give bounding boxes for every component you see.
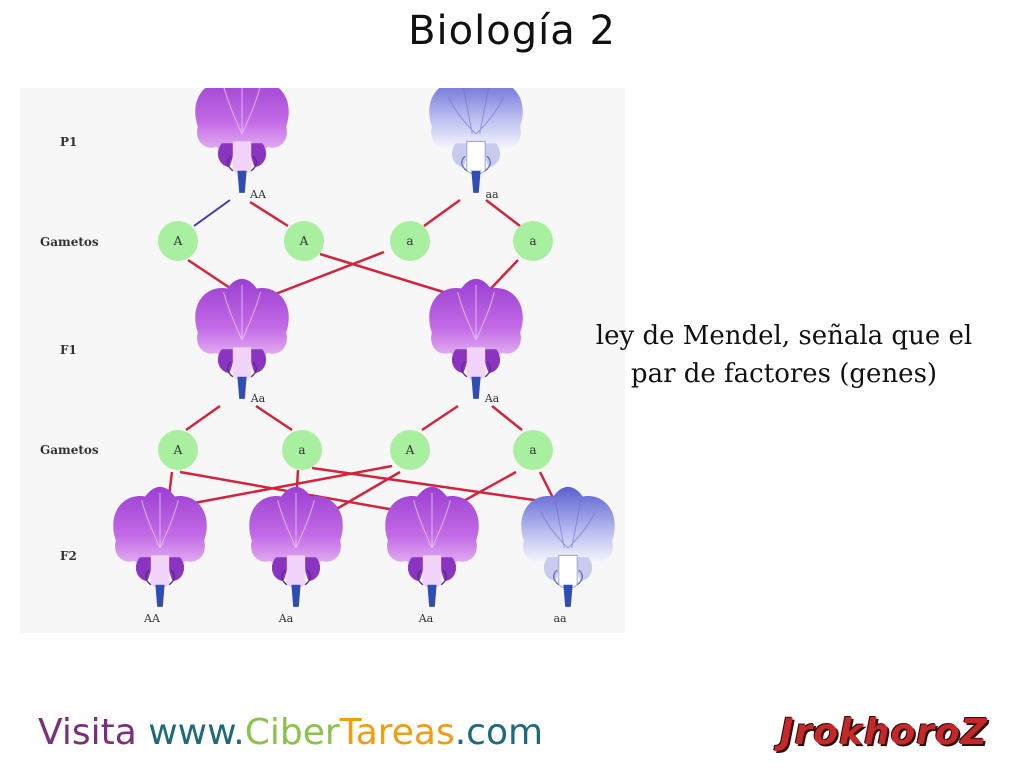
gamete-allele-label: A xyxy=(299,234,309,248)
f2-purple-flower-icon xyxy=(248,486,344,608)
gamete-allele-label: a xyxy=(529,234,536,248)
f1-purple-flower-icon xyxy=(194,278,290,400)
p1-genotype-label: aa xyxy=(485,188,499,201)
mendel-cross-diagram: P1 Gametos F1 Gametos F2 xyxy=(40,88,616,625)
gamete-to-f2-line xyxy=(327,470,401,516)
gamete-allele-label: a xyxy=(406,234,413,248)
gamete-circle xyxy=(390,430,430,470)
p1-purple-flower-icon xyxy=(194,88,290,194)
brand-logo-text: JrokhoroZ xyxy=(780,712,988,753)
f2-white-flower-icon xyxy=(520,486,616,608)
f2-genotype-label: Aa xyxy=(418,612,434,625)
f1-to-gamete-line xyxy=(255,404,293,432)
url-com-part: .com xyxy=(454,712,544,753)
url-tareas-part: Tareas xyxy=(339,712,455,753)
gamete-to-f2-line xyxy=(177,464,393,508)
gamete-circle xyxy=(158,430,198,470)
brand-logo: JrokhoroZ xyxy=(772,708,996,764)
gamete-allele-label: A xyxy=(173,234,183,248)
gamete-to-f1-line xyxy=(259,250,385,302)
f2-genotype-label: AA xyxy=(143,612,161,625)
p1-to-gamete-line xyxy=(193,199,231,227)
f2-purple-flower-icon xyxy=(112,486,208,608)
f1-to-gamete-line xyxy=(185,404,221,432)
url-ciber-part: Ciber xyxy=(244,712,340,753)
slide-title: Biología 2 xyxy=(408,8,616,54)
gamete-allele-label: a xyxy=(529,443,536,457)
row-label-f1: F1 xyxy=(60,343,77,357)
row-label-p1: P1 xyxy=(60,135,77,149)
url-www-part: www. xyxy=(148,712,245,753)
f1-genotype-label: Aa xyxy=(250,392,266,405)
p1-to-gamete-line xyxy=(249,200,289,228)
f2-genotype-label: Aa xyxy=(278,612,294,625)
f1-genotype-label: Aa xyxy=(484,392,500,405)
f1-to-gamete-line xyxy=(421,404,459,432)
p1-white-flower-icon xyxy=(428,88,524,194)
gamete-circle xyxy=(390,221,430,261)
row-label-f2: F2 xyxy=(60,549,77,563)
f1-purple-flower-icon xyxy=(428,278,524,400)
gamete-circle xyxy=(282,430,322,470)
footer-visit-link[interactable]: Visita www.CiberTareas.com xyxy=(38,712,543,753)
gamete-allele-label: a xyxy=(298,443,305,457)
caption-line-2: par de factores (genes) xyxy=(630,358,938,389)
gamete-circle xyxy=(513,221,553,261)
gamete-circle xyxy=(513,430,553,470)
law-caption: ley de Mendel, señala que el par de fact… xyxy=(548,318,1020,393)
row-label-gametes-2: Gametos xyxy=(40,443,99,457)
f2-genotype-label: aa xyxy=(553,612,567,625)
f1-to-gamete-line xyxy=(491,405,523,431)
caption-line-1: ley de Mendel, señala que el xyxy=(595,321,973,351)
row-label-gametes-1: Gametos xyxy=(40,235,99,249)
p1-genotype-label: AA xyxy=(249,188,267,201)
f2-purple-flower-icon xyxy=(384,486,480,608)
gamete-circle xyxy=(284,221,324,261)
p1-to-gamete-line xyxy=(485,199,521,227)
gamete-allele-label: A xyxy=(173,443,183,457)
gamete-circle xyxy=(158,221,198,261)
p1-to-gamete-line xyxy=(423,198,461,228)
gamete-allele-label: A xyxy=(405,443,415,457)
mendel-cross-figure: P1 Gametos F1 Gametos F2 xyxy=(20,88,625,633)
visit-label: Visita xyxy=(38,712,137,753)
